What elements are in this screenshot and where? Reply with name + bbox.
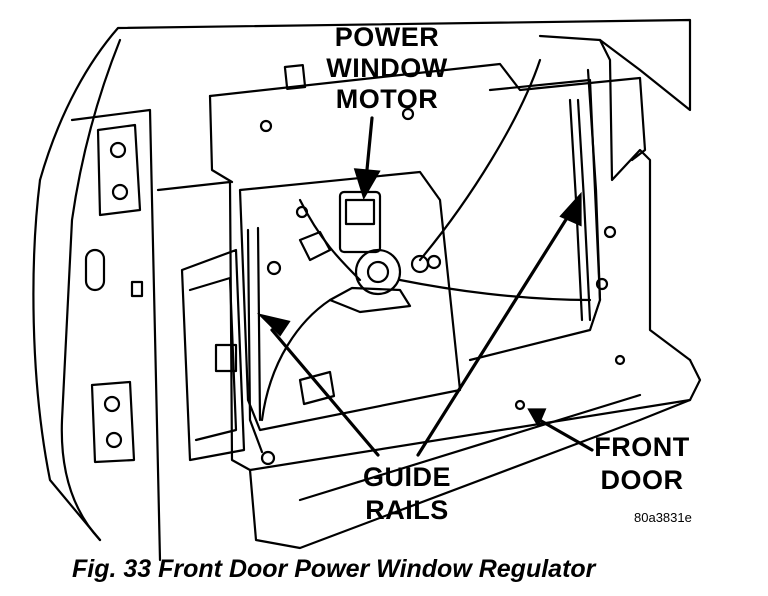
panel-step	[208, 94, 234, 184]
motor-arrowhead	[353, 168, 381, 200]
label-line: WINDOW	[326, 53, 448, 83]
label-line: GUIDE	[362, 462, 451, 492]
latch-block	[214, 343, 238, 373]
label-guide-rails: GUIDE RAILS	[352, 464, 462, 530]
panel-hole	[401, 107, 415, 121]
door-inner-edge	[60, 38, 122, 542]
hinge-pillar-inner	[70, 108, 162, 562]
label-line: RAILS	[365, 495, 449, 525]
door-leader-line	[534, 416, 594, 452]
panel-hole	[514, 399, 526, 411]
left-pocket-inner	[188, 276, 238, 442]
hinge-bolt	[109, 141, 127, 159]
left-pocket	[180, 248, 246, 462]
pillar-slot	[84, 248, 106, 292]
label-power-window-motor: POWER WINDOW MOTOR	[318, 24, 456, 117]
regulator-cable-left	[260, 298, 332, 422]
guide-rail-right[interactable]	[576, 98, 592, 322]
panel-hole	[260, 450, 276, 466]
panel-hole	[259, 119, 273, 133]
pillar-tab	[130, 280, 144, 298]
panel-bracket	[298, 370, 336, 406]
panel-hole	[603, 225, 617, 239]
lower-hinge	[90, 380, 136, 464]
label-line: FRONT	[594, 432, 690, 462]
rails-leader-line-right	[416, 208, 574, 457]
hinge-bolt	[111, 183, 129, 201]
regulator-cable-mid	[298, 198, 362, 282]
guide-rail-left[interactable]	[246, 228, 264, 454]
label-line: POWER	[334, 22, 440, 52]
window-motor[interactable]	[266, 190, 442, 314]
hinge-bolt	[105, 431, 123, 449]
rails-arrowhead-right	[559, 191, 582, 227]
door-bottom	[248, 398, 692, 550]
figure-caption: Fig. 33 Front Door Power Window Regulato…	[72, 555, 596, 583]
door-outer-frame	[38, 18, 692, 182]
label-line: DOOR	[600, 465, 684, 495]
upper-hinge	[96, 123, 142, 217]
door-bottom-inner	[298, 393, 642, 502]
regulator-cable-upper	[418, 58, 542, 262]
panel-tab	[283, 64, 307, 90]
door-arrowhead	[527, 408, 547, 428]
access-opening	[238, 170, 462, 432]
hinge-pillar	[32, 178, 102, 542]
guide-rail-left-2[interactable]	[256, 226, 262, 422]
label-front-door: FRONT DOOR	[578, 434, 706, 500]
panel-hole	[595, 277, 609, 291]
rails-leader-line-left	[270, 328, 380, 457]
figure-code: 80a3831e	[634, 510, 692, 525]
rails-arrowhead-left	[256, 313, 291, 337]
regulator-cable-lower	[398, 278, 592, 302]
label-line: MOTOR	[335, 84, 439, 114]
hinge-bolt	[103, 395, 121, 413]
rear-edge-inner	[586, 68, 602, 302]
door-rear-edge	[598, 38, 692, 362]
panel-hole	[614, 354, 626, 366]
